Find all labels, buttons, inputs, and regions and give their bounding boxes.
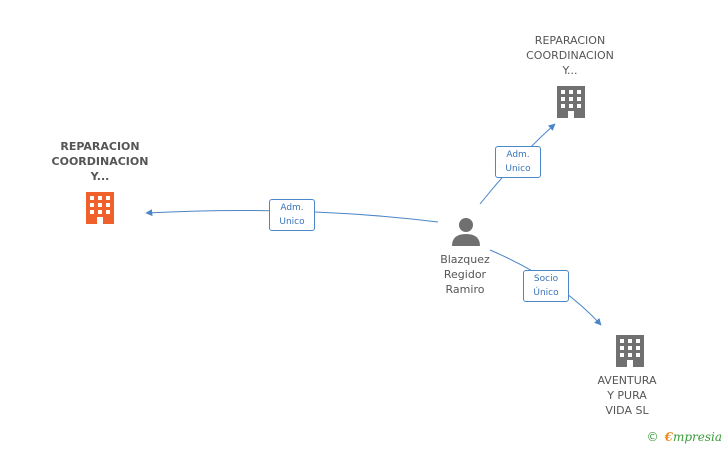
copyright-symbol: © bbox=[646, 430, 659, 444]
edge-badge-bottom[interactable]: Socio Único bbox=[523, 270, 569, 302]
company-top-label[interactable]: REPARACION COORDINACION Y... bbox=[526, 34, 614, 77]
building-icon[interactable] bbox=[616, 335, 644, 367]
building-icon[interactable] bbox=[86, 192, 114, 224]
person-label[interactable]: Blazquez Regidor Ramiro bbox=[440, 253, 490, 296]
brand-e-icon: € bbox=[664, 430, 673, 444]
brand-name: mpresia bbox=[672, 430, 722, 444]
edge-badge-left[interactable]: Adm. Unico bbox=[269, 199, 315, 231]
company-bottom-label[interactable]: AVENTURA Y PURA VIDA SL bbox=[597, 374, 657, 417]
edge-badge-top[interactable]: Adm. Unico bbox=[495, 146, 541, 178]
company-left-label[interactable]: REPARACION COORDINACION Y... bbox=[51, 140, 149, 183]
brand-logo: © €mpresia bbox=[647, 430, 722, 444]
person-icon[interactable] bbox=[452, 218, 480, 246]
building-icon[interactable] bbox=[557, 86, 585, 118]
